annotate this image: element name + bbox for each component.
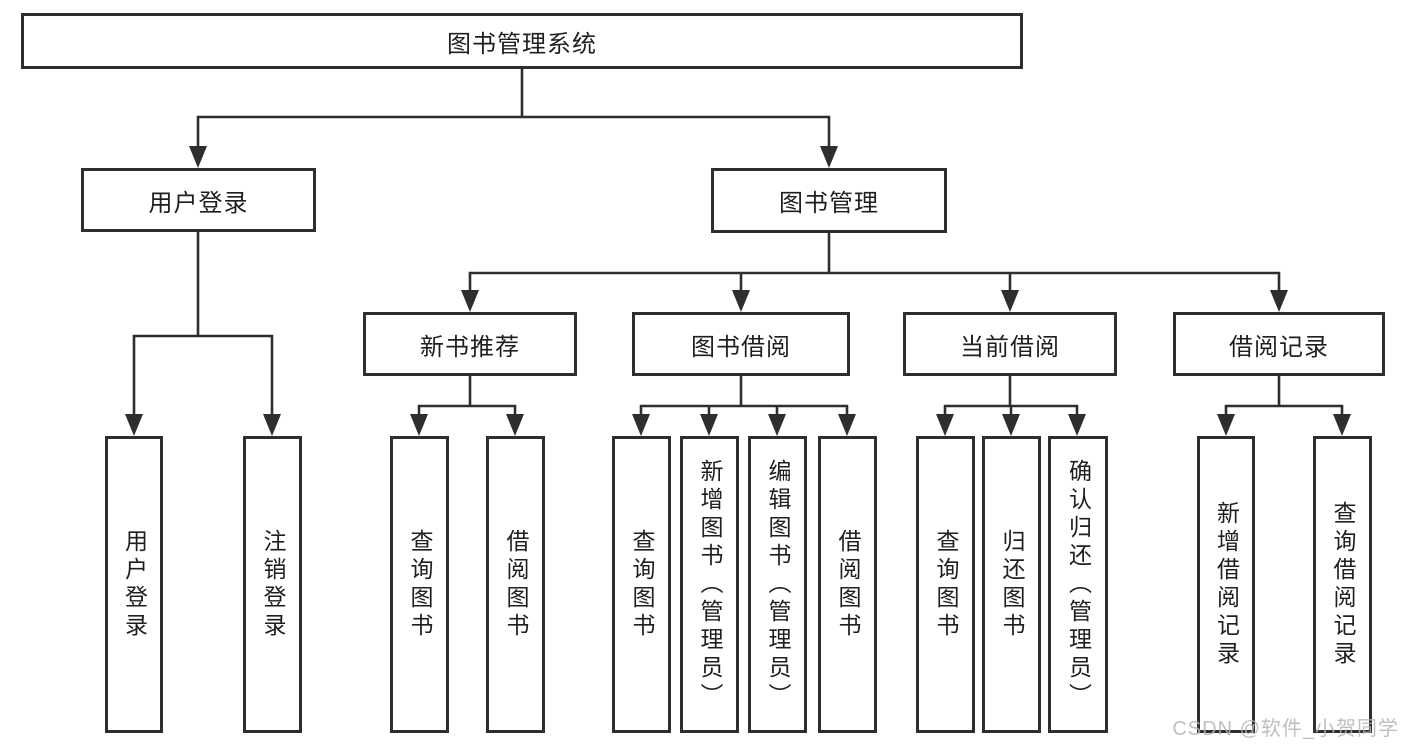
node-library-system: 图书管理系统 <box>21 13 1023 69</box>
arrow-down-icon <box>189 146 207 168</box>
node-new-book-recommend: 新书推荐 <box>363 312 577 376</box>
connector-book-borrow-branch <box>632 376 856 436</box>
arrow-down-icon <box>936 414 954 436</box>
watermark: CSDN @软件_小贺同学 <box>1172 718 1399 740</box>
arrow-down-icon <box>1217 414 1235 436</box>
leaf-return-book: 归还图书 <box>982 436 1041 733</box>
leaf-query-books-current: 查询图书 <box>916 436 975 733</box>
arrow-down-icon <box>461 290 479 312</box>
arrow-down-icon <box>838 414 856 436</box>
leaf-add-borrow-record: 新增借阅记录 <box>1197 436 1255 733</box>
leaf-borrow-books: 借阅图书 <box>818 436 877 733</box>
arrow-down-icon <box>410 414 428 436</box>
leaf-edit-book-admin: 编辑图书（管理员） <box>748 436 807 733</box>
node-borrowing-records: 借阅记录 <box>1173 312 1385 376</box>
node-book-management: 图书管理 <box>711 168 947 233</box>
node-user-login: 用户登录 <box>81 168 316 232</box>
connector-user-login-branch <box>125 232 281 436</box>
leaf-query-books-recommend: 查询图书 <box>390 436 449 733</box>
connector-root-branch <box>189 69 838 168</box>
arrow-down-icon <box>700 414 718 436</box>
arrow-down-icon <box>768 414 786 436</box>
leaf-add-book-admin: 新增图书（管理员） <box>680 436 739 733</box>
connector-current-borrow-branch <box>936 376 1086 436</box>
node-current-borrowing: 当前借阅 <box>903 312 1117 376</box>
arrow-down-icon <box>263 414 281 436</box>
leaf-query-borrow-record: 查询借阅记录 <box>1313 436 1372 733</box>
node-book-borrowing: 图书借阅 <box>632 312 850 376</box>
connector-borrow-records-branch <box>1217 376 1351 436</box>
connector-new-book-branch <box>410 376 524 436</box>
leaf-confirm-return-admin: 确认归还（管理员） <box>1048 436 1108 733</box>
arrow-down-icon <box>1001 290 1019 312</box>
arrow-down-icon <box>1333 414 1351 436</box>
arrow-down-icon <box>732 290 750 312</box>
arrow-down-icon <box>125 414 143 436</box>
arrow-down-icon <box>1002 414 1020 436</box>
arrow-down-icon <box>632 414 650 436</box>
leaf-logout: 注销登录 <box>243 436 302 733</box>
connector-book-management-branch <box>461 233 1288 312</box>
arrow-down-icon <box>1270 290 1288 312</box>
arrow-down-icon <box>506 414 524 436</box>
leaf-query-books-borrow: 查询图书 <box>612 436 671 733</box>
leaf-user-login: 用户登录 <box>105 436 163 733</box>
arrow-down-icon <box>1068 414 1086 436</box>
arrow-down-icon <box>820 146 838 168</box>
leaf-borrow-books-recommend: 借阅图书 <box>486 436 545 733</box>
